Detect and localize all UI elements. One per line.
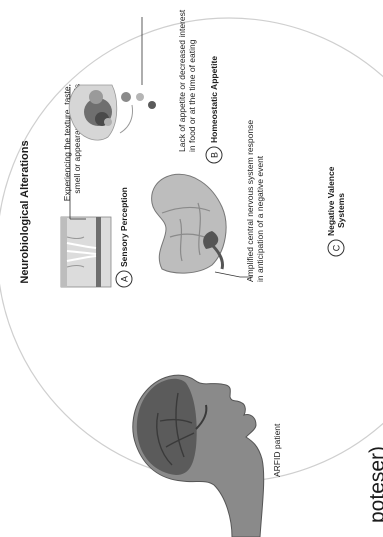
panel-b-description-line-2: in food or at the time of eating <box>187 39 197 152</box>
panel-c-description-line-2: in anticipation of a negative event <box>255 155 265 282</box>
panel-b-title: Homeostatic Appetite <box>209 56 219 143</box>
rotated-diagram: ARFID patient poteser) Neurobiological A… <box>0 9 383 537</box>
panel-c-description-line-1: Amplified central nervous system respons… <box>245 120 255 282</box>
panel-b-letter: B <box>210 152 220 158</box>
main-title: Neurobiological Alterations <box>19 140 31 283</box>
patient-label: ARFID patient <box>272 423 282 477</box>
panel-c-letter: C <box>332 244 342 251</box>
panel-a-title: Sensory Perception <box>119 187 129 267</box>
panel-c-title-line-2: Systems <box>336 193 346 228</box>
panel-a-letter: A <box>120 276 130 282</box>
panel-b-description-line-1: Lack of appetite or decreased interest <box>177 9 187 152</box>
partial-title: poteser) <box>366 446 383 523</box>
panel-c-title-line-1: Negative Valence <box>326 166 336 236</box>
